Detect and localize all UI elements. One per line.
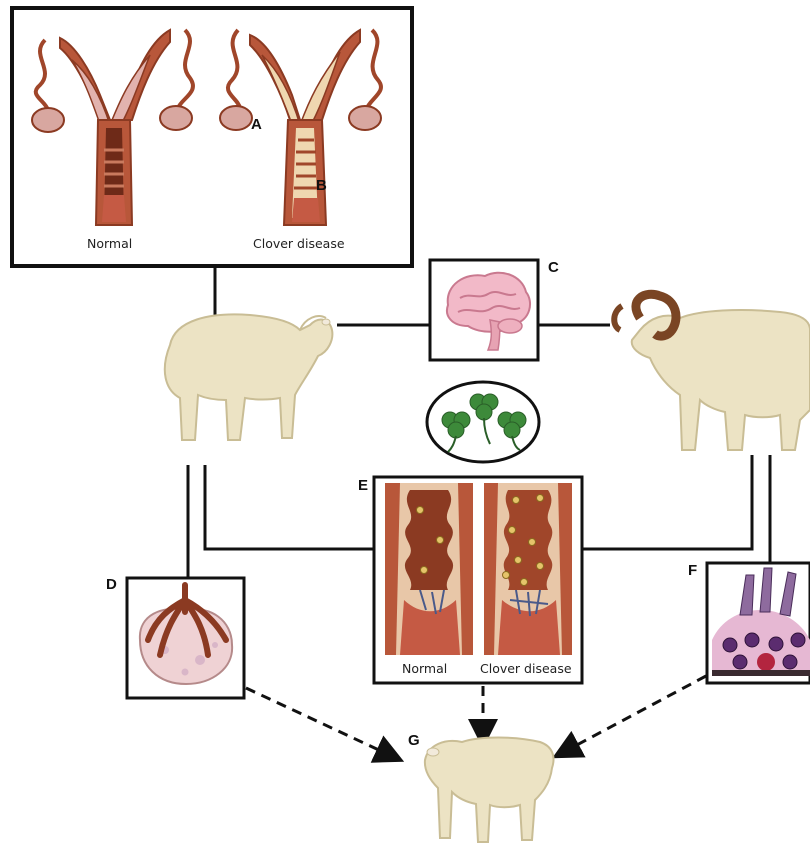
label-g: G	[408, 732, 420, 749]
cells-panel: F	[688, 562, 810, 683]
ewe-illustration	[165, 314, 333, 440]
cervix-normal-caption: Normal	[402, 661, 447, 676]
label-b: B	[316, 177, 327, 194]
ram-illustration	[614, 294, 810, 450]
cervix-panel: E Normal Clover disease	[358, 477, 582, 683]
arrow-d-to-g	[246, 688, 396, 758]
brain-panel: C	[430, 259, 559, 360]
label-e: E	[358, 477, 368, 494]
label-a: A	[251, 116, 262, 133]
uterus-clover-caption: Clover disease	[253, 236, 345, 251]
label-c: C	[548, 259, 559, 276]
ovary-panel: D	[106, 576, 244, 698]
clover-icon-group	[427, 382, 539, 462]
uterus-normal-caption: Normal	[87, 236, 132, 251]
uterus-panel: A B Normal Clover disease	[12, 8, 412, 266]
arrow-f-to-g	[560, 676, 706, 754]
label-d: D	[106, 576, 117, 593]
label-f: F	[688, 562, 697, 579]
lamb-illustration	[425, 738, 554, 843]
cervix-clover-illustration	[484, 483, 572, 655]
cervix-normal-illustration	[385, 483, 473, 655]
cervix-clover-caption: Clover disease	[480, 661, 572, 676]
